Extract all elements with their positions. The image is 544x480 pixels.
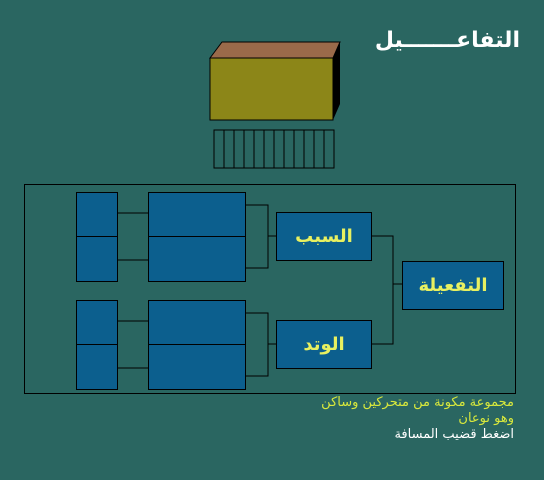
watad-small-box-2 xyxy=(76,344,118,390)
taf3ila-label: التفعيلة xyxy=(418,275,488,296)
sabab-small-box-1 xyxy=(76,192,118,238)
grid-strip xyxy=(213,129,335,169)
description-line-1: مجموعة مكونة من متحركين وساكن xyxy=(321,395,514,410)
watad-box[interactable]: الوتد xyxy=(276,320,372,369)
sabab-large-box-2 xyxy=(148,236,246,282)
watad-label: الوتد xyxy=(303,334,345,355)
taf3ila-box[interactable]: التفعيلة xyxy=(402,261,504,310)
sabab-box[interactable]: السبب xyxy=(276,212,372,261)
sabab-label: السبب xyxy=(295,226,353,247)
box-front-face xyxy=(209,57,334,121)
page-title: التفاعـــــــيل xyxy=(374,28,520,53)
box-side-face xyxy=(333,42,340,120)
sabab-small-box-2 xyxy=(76,236,118,282)
description-line-2: وهو نوعان xyxy=(458,411,514,426)
watad-large-box-1 xyxy=(148,300,246,346)
sabab-large-box-1 xyxy=(148,192,246,238)
diagram-frame xyxy=(24,184,516,394)
instruction-text: اضغط قضيب المسافة xyxy=(394,427,514,442)
watad-large-box-2 xyxy=(148,344,246,390)
watad-small-box-1 xyxy=(76,300,118,346)
box-illustration xyxy=(209,41,341,169)
